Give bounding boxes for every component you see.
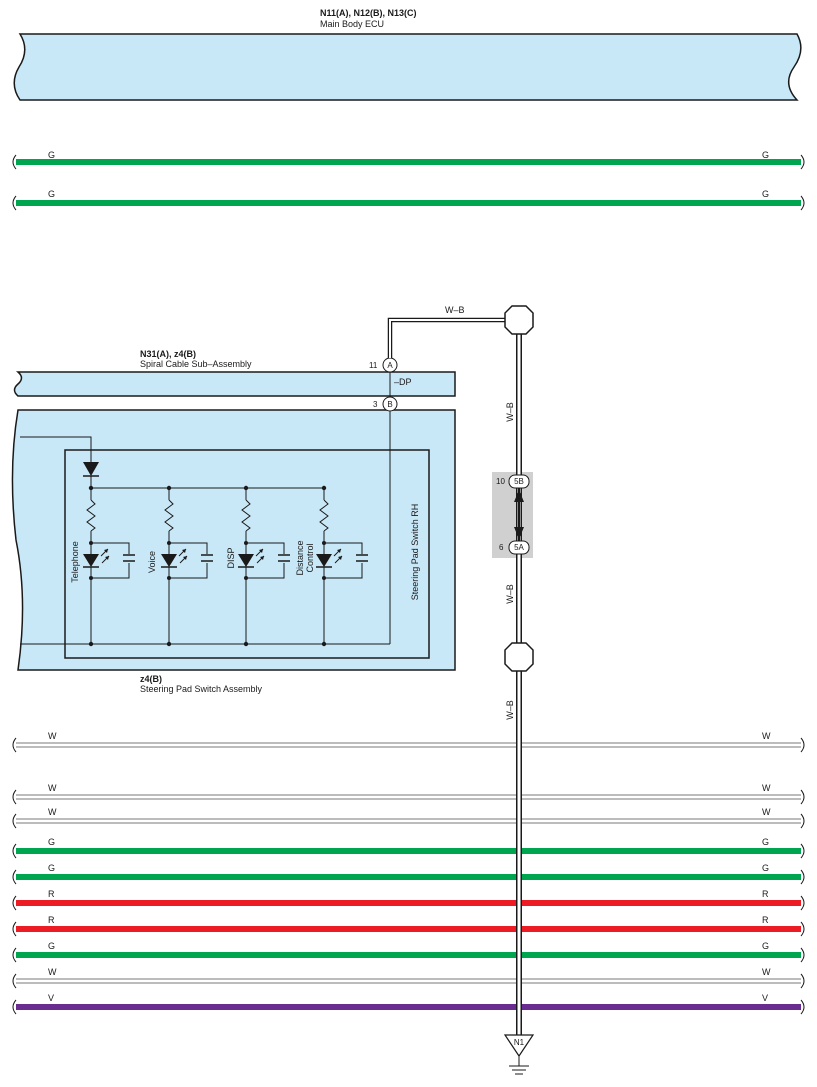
resistor-icon <box>241 499 251 532</box>
wire-color-label: W <box>762 731 771 741</box>
wire-color-label: G <box>762 941 769 951</box>
wire-color-label: W <box>762 967 771 977</box>
switch-rh-box <box>64 449 430 659</box>
wire-color-label: G <box>762 189 769 199</box>
ecu-body <box>13 33 802 101</box>
steering-pad-switch-assembly: Steering Pad Switch RH z4(B) Steering Pa… <box>11 409 456 694</box>
switch-assembly-body <box>11 409 456 671</box>
pin-b-number: 3 <box>373 400 378 409</box>
bus-wire-g-1: G G <box>12 150 805 170</box>
wire-color-label: V <box>48 993 54 1003</box>
wire-color-label: G <box>48 837 55 847</box>
wire-label-wb-top: W–B <box>445 305 465 315</box>
switch-column <box>316 485 368 647</box>
wire-color-label: W <box>762 783 771 793</box>
switch-label-distance-line2: Control <box>305 543 315 572</box>
main-body-ecu: N11(A), N12(B), N13(C) Main Body ECU <box>13 8 802 101</box>
wire-color-label: W <box>48 967 57 977</box>
resistor-icon <box>86 499 96 532</box>
diode-icon <box>83 462 99 477</box>
ecu-connectors-label: N11(A), N12(B), N13(C) <box>320 8 417 18</box>
junction-pin-bottom-label: 5A <box>514 543 524 552</box>
capacitor-icon <box>123 554 135 562</box>
pin-b-letter: B <box>387 400 392 409</box>
switch-label-disp: DISP <box>226 547 236 568</box>
wire-color-label: R <box>48 915 55 925</box>
spiral-cable: N31(A), z4(B) Spiral Cable Sub–Assembly … <box>13 349 456 397</box>
switch-internal-wiring <box>20 411 391 645</box>
capacitor-icon <box>356 554 368 562</box>
switch-label-distance-control: Distance Control <box>295 540 315 575</box>
led-icon <box>316 548 343 568</box>
junction-pin-top-label: 5B <box>514 477 524 486</box>
wire-color-label: V <box>762 993 768 1003</box>
ground-label: N1 <box>514 1038 525 1047</box>
spiral-body <box>13 371 456 397</box>
led-icon <box>161 548 188 568</box>
wire-color-label: G <box>48 189 55 199</box>
splice-point-top <box>504 305 534 335</box>
wire-color-label: R <box>762 889 769 899</box>
wire-color-label: G <box>48 863 55 873</box>
dp-label: –DP <box>394 377 412 387</box>
capacitor-icon <box>278 554 290 562</box>
switch-label-voice: Voice <box>147 551 157 573</box>
switch-label-distance-line1: Distance <box>295 540 305 575</box>
junction-pin-top-num: 10 <box>496 477 505 486</box>
switch-column <box>161 485 213 647</box>
switch-rh-label: Steering Pad Switch RH <box>410 504 420 601</box>
switch-assembly-connector-label: z4(B) <box>140 674 162 684</box>
switch-assembly-name-label: Steering Pad Switch Assembly <box>140 684 263 694</box>
wire-color-label: G <box>48 150 55 160</box>
wire-color-label: G <box>48 941 55 951</box>
spiral-connectors-label: N31(A), z4(B) <box>140 349 196 359</box>
wire-color-label: G <box>762 863 769 873</box>
wire-color-label: W <box>48 783 57 793</box>
splice-point-bottom <box>504 642 534 672</box>
resistor-icon <box>319 499 329 532</box>
top-bus-wires: G G G G <box>12 150 805 211</box>
pin-a-letter: A <box>387 361 393 370</box>
resistor-icon <box>164 499 174 532</box>
ground-symbol: N1 <box>503 1034 535 1075</box>
led-icon <box>83 548 110 568</box>
bus-wire-g-2: G G <box>12 189 805 211</box>
pin-a-number: 11 <box>369 361 378 370</box>
wire-color-label: W <box>48 807 57 817</box>
wire-label-wb-3: W–B <box>505 700 515 720</box>
switch-column <box>238 485 290 647</box>
switch-column <box>83 485 135 647</box>
capacitor-icon <box>201 554 213 562</box>
junction-pin-bottom-num: 6 <box>499 543 504 552</box>
spiral-name-label: Spiral Cable Sub–Assembly <box>140 359 252 369</box>
junction-connector: 5B 10 5A 6 <box>492 472 533 558</box>
wire-label-wb-2: W–B <box>505 584 515 604</box>
ecu-name-label: Main Body ECU <box>320 19 384 29</box>
wire-color-label: G <box>762 837 769 847</box>
wire-color-label: R <box>762 915 769 925</box>
wire-color-label: W <box>48 731 57 741</box>
wire-label-wb-1: W–B <box>505 402 515 422</box>
switch-label-telephone: Telephone <box>70 541 80 583</box>
wire-color-label: G <box>762 150 769 160</box>
wire-color-label: W <box>762 807 771 817</box>
wire-color-label: R <box>48 889 55 899</box>
